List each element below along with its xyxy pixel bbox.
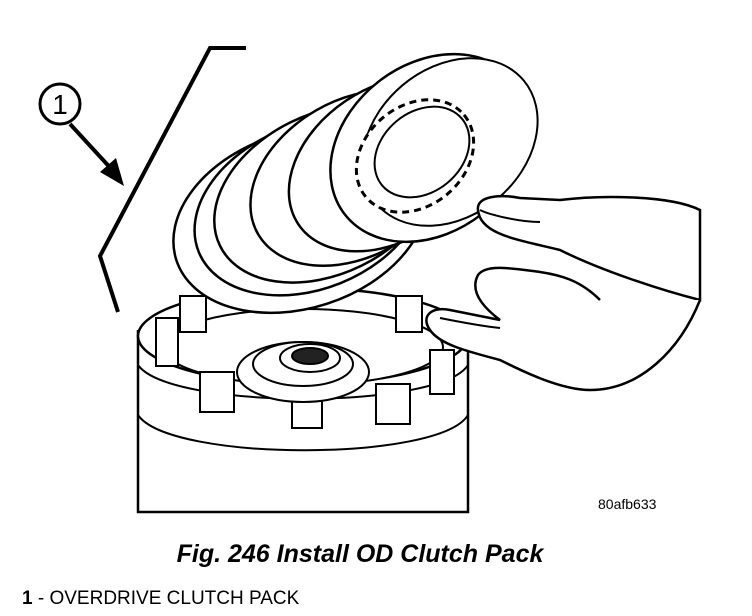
hands (425, 194, 702, 392)
figure-caption: Fig. 246 Install OD Clutch Pack (176, 540, 544, 568)
clutch-drum (136, 286, 470, 514)
legend-text: OVERDRIVE CLUTCH PACK (49, 588, 300, 609)
image-code: 80afb633 (598, 496, 657, 512)
callout-bracket (97, 46, 246, 313)
callout-arrow (68, 122, 124, 186)
clutch-pack-illustration: 1 (38, 46, 702, 514)
drum-hub (236, 341, 370, 403)
legend-item: 1 - OVERDRIVE CLUTCH PACK (22, 588, 299, 610)
legend-separator: - (32, 588, 50, 609)
clutch-plates (172, 52, 539, 315)
legend-number: 1 (22, 588, 33, 609)
callout-number: 1 (52, 89, 68, 120)
callout-circle: 1 (38, 82, 82, 126)
